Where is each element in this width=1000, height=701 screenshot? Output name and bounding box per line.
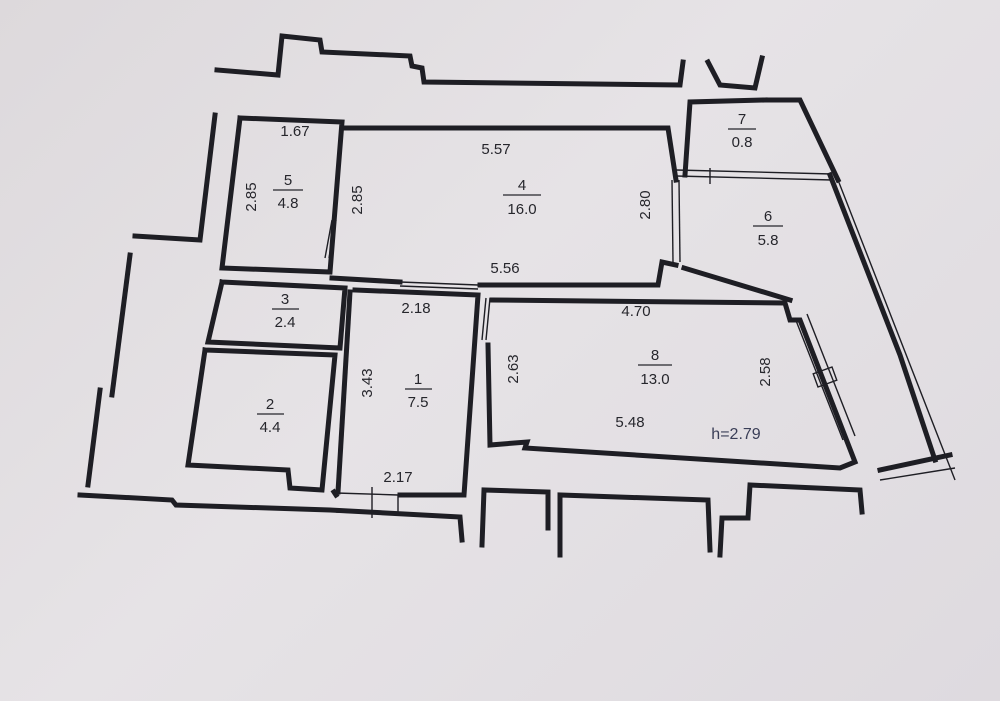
- room-2-label: 2 4.4: [257, 396, 284, 436]
- room-8-area: 13.0: [640, 371, 669, 388]
- room-2-walls: [185, 347, 338, 493]
- balcony: [826, 171, 956, 481]
- room-4-walls: [339, 125, 679, 183]
- room-3-walls: [204, 278, 348, 351]
- dim-room-8-bottom: 5.48: [615, 414, 644, 431]
- room-5-number: 5: [284, 172, 292, 189]
- dim-room-4-top: 5.57: [481, 141, 510, 158]
- room-5-label: 5 4.8: [273, 172, 303, 212]
- dim-room-1-bottom: 2.17: [383, 469, 412, 486]
- room-4-area: 16.0: [507, 201, 536, 218]
- room-7-label: 7 0.8: [728, 111, 756, 151]
- room-1-label: 1 7.5: [405, 371, 432, 411]
- exterior-walls: [77, 33, 865, 558]
- dim-room-8-top: 4.70: [621, 303, 650, 320]
- room-7-6-walls: [682, 97, 768, 178]
- room-3-number: 3: [281, 291, 289, 308]
- room-3-label: 3 2.4: [272, 291, 299, 331]
- dim-room-4-bottom: 5.56: [490, 260, 519, 277]
- room-2-area: 4.4: [260, 419, 281, 436]
- room-8-label: 8 13.0: [638, 347, 672, 388]
- room-2-number: 2: [266, 396, 274, 413]
- room-3-area: 2.4: [275, 314, 296, 331]
- room-1-number: 1: [414, 371, 422, 388]
- ceiling-height: h=2.79: [711, 426, 760, 443]
- room-6-area: 5.8: [758, 232, 779, 249]
- room-4-number: 4: [518, 177, 526, 194]
- room-1-area: 7.5: [408, 394, 429, 411]
- dim-room-8-left: 2.63: [505, 354, 522, 383]
- dim-room-5-right: 2.85: [349, 185, 366, 214]
- room-1-walls: [352, 287, 481, 498]
- dim-room-5-left: 2.85: [243, 182, 260, 211]
- room-6-label: 6 5.8: [753, 208, 783, 249]
- room-7-area: 0.8: [732, 134, 753, 151]
- dim-room-4-right: 2.80: [637, 190, 654, 219]
- room-8-walls: [485, 297, 859, 471]
- room-4-label: 4 16.0: [503, 177, 541, 218]
- dim-room-8-right: 2.58: [757, 357, 774, 386]
- dim-room-1-top: 2.18: [401, 300, 430, 317]
- dimension-labels: 1.67 2.85 2.85 5.57 2.80 5.56 2.18 3.43 …: [243, 123, 774, 486]
- dim-room-5-top: 1.67: [280, 123, 309, 140]
- dim-room-1-left: 3.43: [359, 368, 376, 397]
- room-6-number: 6: [764, 208, 772, 225]
- room-7-number: 7: [738, 111, 746, 128]
- room-8-number: 8: [651, 347, 659, 364]
- room-5-walls: [219, 115, 345, 275]
- openings: [324, 168, 856, 518]
- room-labels: 1 7.5 2 4.4 3 2.4 4 16.0 5 4.8 6 5.8: [257, 111, 783, 436]
- room-5-area: 4.8: [278, 195, 299, 212]
- room-walls: [185, 97, 859, 499]
